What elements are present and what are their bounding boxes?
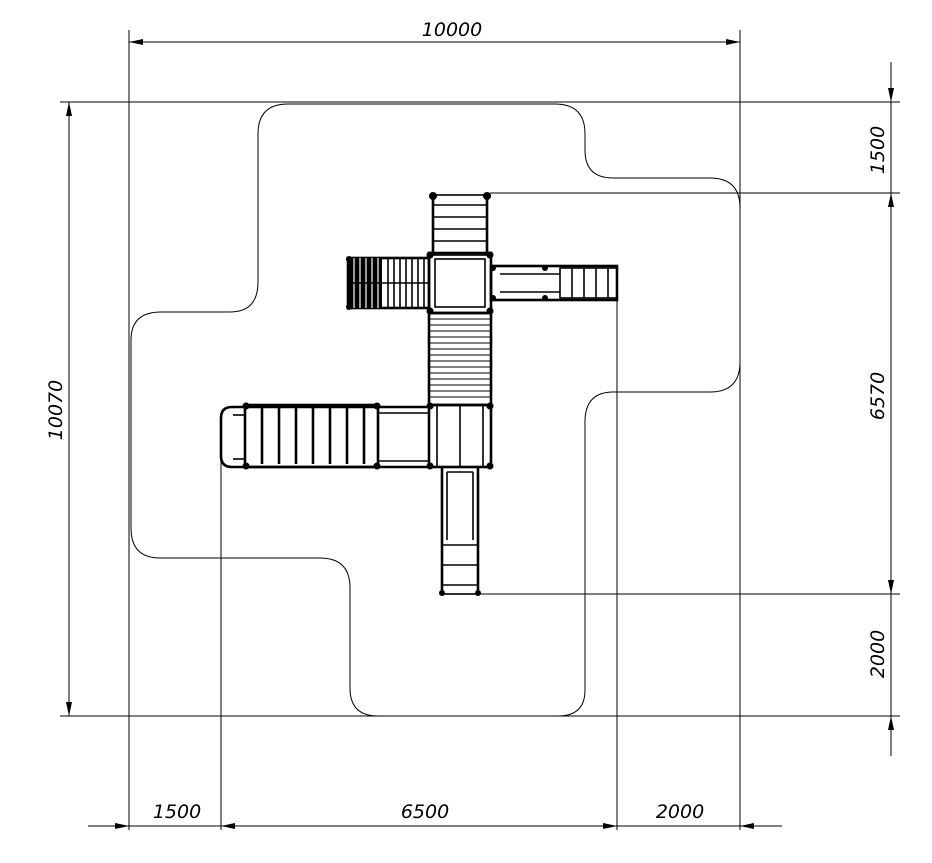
safety-zone-outline [130, 103, 741, 717]
dim-top-width: 10000 [422, 19, 482, 41]
top-ladder [429, 192, 491, 256]
playground-structure [219, 192, 619, 596]
dim-right-top: 1500 [867, 126, 889, 174]
left-climbing-module [346, 256, 431, 310]
dim-right-bottom: 2000 [867, 630, 889, 678]
central-bridge [427, 311, 493, 407]
dimension-lines [66, 39, 894, 829]
dim-bottom-middle: 6500 [401, 801, 449, 823]
right-slide [489, 264, 619, 302]
lower-platform [426, 402, 494, 470]
extension-lines [60, 30, 900, 830]
dim-right-middle: 6570 [867, 372, 889, 420]
dim-bottom-right: 2000 [656, 801, 704, 823]
bottom-ladder [439, 466, 481, 596]
dim-bottom-left: 1500 [153, 801, 201, 823]
upper-platform [426, 251, 494, 315]
left-long-slide [219, 402, 429, 470]
dim-left-height: 10070 [45, 380, 67, 440]
